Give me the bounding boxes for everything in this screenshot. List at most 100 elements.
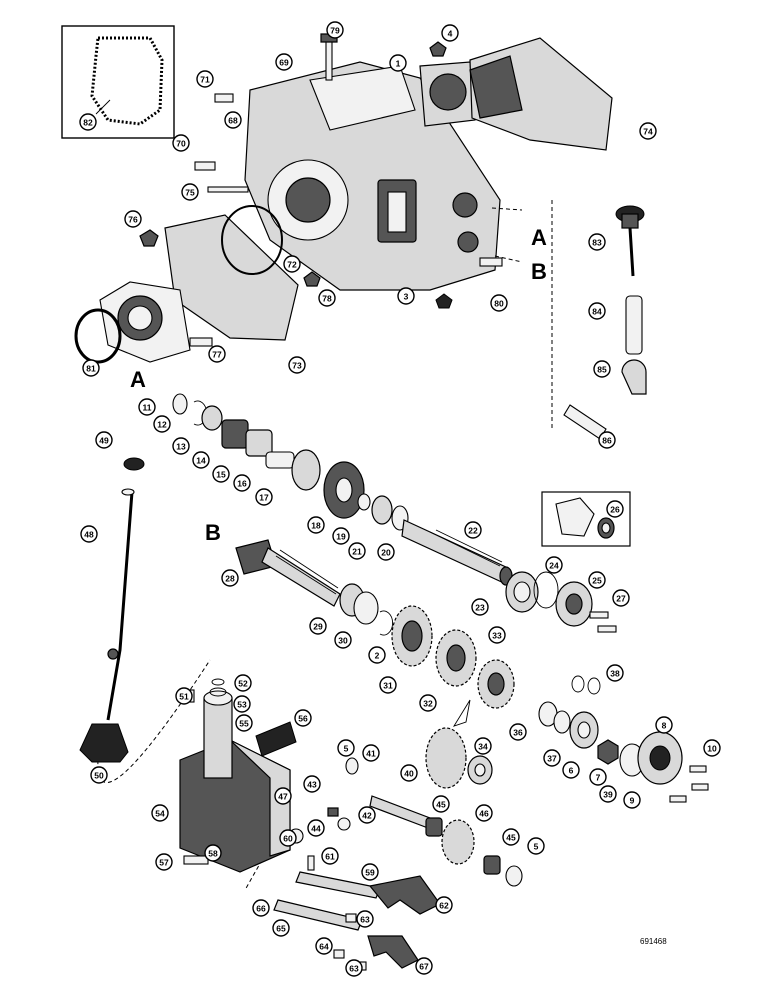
case-bolts: [139, 33, 503, 347]
callout-number: 42: [362, 811, 372, 821]
part-callout-58: 58: [204, 844, 222, 862]
callout-number: 47: [278, 792, 288, 802]
callout-circle: [362, 744, 380, 762]
callout-number: 28: [225, 574, 235, 584]
main-shaft: [401, 519, 513, 586]
part-callout-30: 30: [334, 631, 352, 649]
gasket-inset: [61, 25, 175, 139]
seal-ring: [221, 205, 283, 275]
callout-circle: [703, 739, 721, 757]
part-callout-22: 22: [464, 521, 482, 539]
callout-number: 5: [534, 842, 539, 852]
callout-circle: [356, 910, 374, 928]
part-callout-56: 56: [294, 709, 312, 727]
part-callout-65: 65: [272, 919, 290, 937]
part-callout-21: 21: [348, 542, 366, 560]
section-letter-a-right: A: [531, 225, 547, 250]
part-callout-67: 67: [415, 957, 433, 975]
callout-circle: [337, 739, 355, 757]
part-callout-34: 34: [474, 737, 492, 755]
shift-lever: [79, 457, 145, 763]
callout-number: 71: [200, 75, 210, 85]
part-callout-78: 78: [318, 289, 336, 307]
part-callout-13: 13: [172, 437, 190, 455]
callout-number: 11: [143, 403, 152, 413]
callout-circle: [345, 959, 363, 977]
callout-circle: [95, 431, 113, 449]
part-callout-55: 55: [235, 714, 253, 732]
callout-number: 54: [155, 809, 165, 819]
part-callout-82: 82: [79, 113, 97, 131]
callout-circle: [90, 766, 108, 784]
callout-circle: [155, 853, 173, 871]
callout-number: 63: [360, 915, 370, 925]
callout-circle: [172, 134, 190, 152]
callout-number: 16: [237, 479, 247, 489]
part-callout-12: 12: [153, 415, 171, 433]
part-callout-64: 64: [315, 937, 333, 955]
part-callout-44: 44: [307, 819, 325, 837]
callout-circle: [545, 556, 563, 574]
part-callout-68: 68: [224, 111, 242, 129]
callout-number: 53: [237, 700, 247, 710]
callout-circle: [419, 694, 437, 712]
part-callout-63: 63: [356, 910, 374, 928]
callout-number: 78: [322, 294, 332, 304]
part-callout-29: 29: [309, 617, 327, 635]
callout-circle: [377, 543, 395, 561]
callout-circle: [464, 521, 482, 539]
part-callout-76: 76: [124, 210, 142, 228]
part-callout-7: 7: [589, 768, 607, 786]
callout-circle: [294, 709, 312, 727]
part-callout-86: 86: [598, 431, 616, 449]
callout-circle: [543, 749, 561, 767]
callout-number: 57: [159, 858, 169, 868]
callout-number: 59: [365, 868, 375, 878]
callout-circle: [527, 837, 545, 855]
callout-number: 22: [468, 526, 478, 536]
part-callout-62: 62: [435, 896, 453, 914]
callout-number: 40: [404, 769, 414, 779]
callout-number: 23: [475, 603, 485, 613]
countershaft-parts: [327, 757, 523, 887]
callout-number: 12: [157, 420, 167, 430]
part-callout-41: 41: [362, 744, 380, 762]
callout-number: 24: [549, 561, 559, 571]
callout-circle: [82, 359, 100, 377]
section-b-leader: [494, 255, 523, 263]
callout-circle: [235, 714, 253, 732]
callout-circle: [279, 829, 297, 847]
callout-number: 29: [313, 622, 323, 632]
callout-number: 7: [596, 773, 601, 783]
part-callout-9: 9: [623, 791, 641, 809]
transmission-case: [244, 61, 501, 291]
output-bearing-parts: [538, 675, 709, 803]
callout-circle: [307, 516, 325, 534]
part-callout-28: 28: [221, 569, 239, 587]
callout-circle: [172, 437, 190, 455]
part-callout-61: 61: [321, 847, 339, 865]
part-callout-83: 83: [588, 233, 606, 251]
callout-number: 34: [478, 742, 488, 752]
callout-number: 32: [423, 699, 433, 709]
callout-circle: [196, 70, 214, 88]
callout-number: 79: [330, 26, 340, 36]
part-callout-17: 17: [255, 488, 273, 506]
part-callout-11: 11: [138, 398, 156, 416]
callout-circle: [441, 24, 459, 42]
callout-circle: [368, 646, 386, 664]
part-callout-47: 47: [274, 787, 292, 805]
callout-circle: [192, 451, 210, 469]
callout-circle: [599, 785, 617, 803]
callout-number: 5: [344, 744, 349, 754]
callout-number: 50: [94, 771, 104, 781]
callout-number: 43: [307, 780, 317, 790]
callout-circle: [318, 289, 336, 307]
callout-number: 49: [99, 436, 109, 446]
callout-number: 73: [292, 361, 302, 371]
callout-circle: [598, 431, 616, 449]
part-callout-8: 8: [655, 716, 673, 734]
callout-circle: [623, 791, 641, 809]
callout-number: 80: [494, 299, 504, 309]
part-callout-50: 50: [90, 766, 108, 784]
